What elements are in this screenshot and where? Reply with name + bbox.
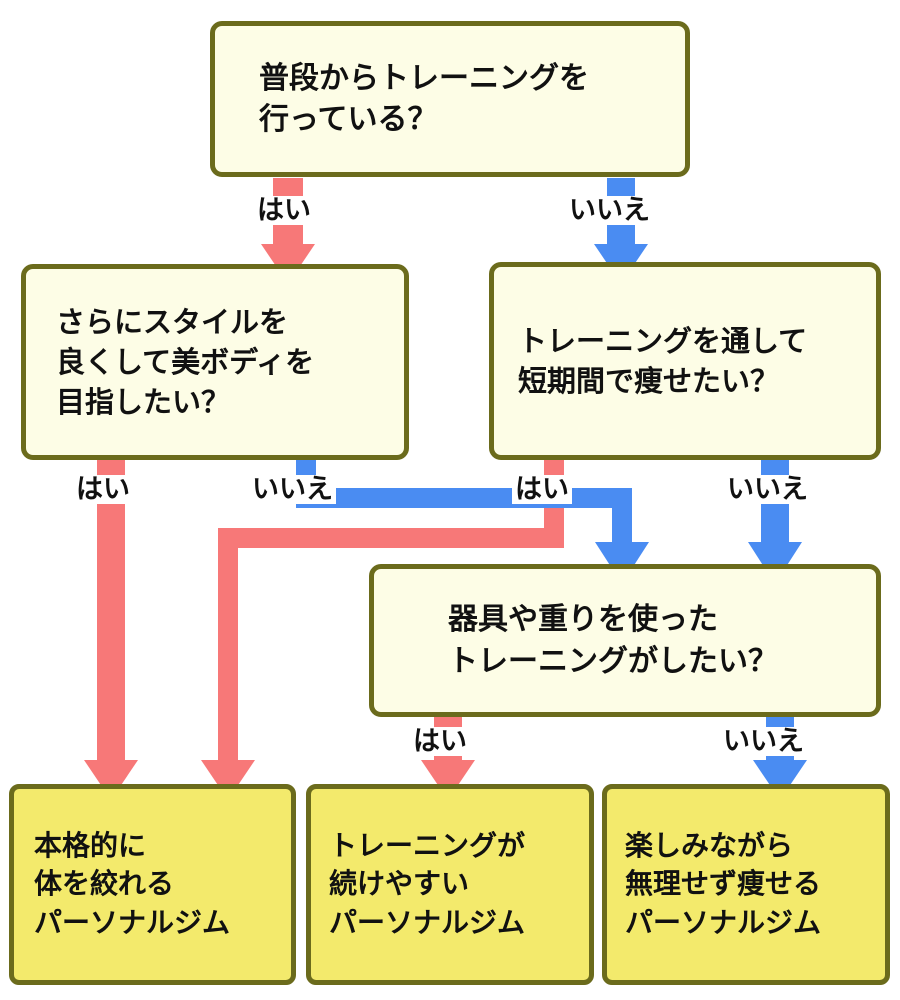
question-box-lose-weight-fast: トレーニングを通して 短期間で痩せたい？	[489, 262, 881, 460]
question-box-equipment: 器具や重りを使った トレーニングがしたい？	[369, 564, 881, 717]
label-no-q4: いいえ	[720, 727, 807, 756]
question-lose-weight-fast-text: トレーニングを通して 短期間で痩せたい？	[518, 323, 808, 398]
arrow-q3-r1-seg3	[218, 528, 238, 762]
label-yes-q2: はい	[73, 475, 133, 504]
result-box-enjoyable-weight-loss: 楽しみながら 無理せず痩せる パーソナルジム	[602, 784, 890, 985]
arrow-q3-r1-head	[201, 760, 255, 800]
arrow-q2-q4-seg2	[296, 488, 632, 508]
result-easy-to-continue-text: トレーニングが 続けやすい パーソナルジム	[329, 828, 526, 939]
arrow-q4-r3-head	[753, 760, 807, 800]
label-no-q3: いいえ	[724, 475, 811, 504]
question-better-style-text: さらにスタイルを 良くして美ボディを 目指したい？	[56, 304, 315, 419]
arrow-q4-r2-head	[421, 760, 475, 800]
arrow-q2-q4-seg3	[612, 488, 632, 544]
question-box-training-habit: 普段からトレーニングを 行っている？	[210, 21, 690, 177]
label-yes-q3: はい	[512, 475, 572, 504]
arrow-q2-r1-shaft	[97, 460, 125, 762]
result-box-serious-toning: 本格的に 体を絞れる パーソナルジム	[9, 784, 296, 985]
arrow-q2-q4-head	[595, 542, 649, 584]
label-yes-q4: はい	[410, 727, 470, 756]
label-no-q1: いいえ	[566, 196, 653, 225]
question-training-habit-text: 普段からトレーニングを 行っている？	[259, 60, 589, 137]
yes-arrows	[84, 178, 564, 800]
label-yes-q1: はい	[254, 196, 314, 225]
arrow-q2-r1-head	[84, 760, 138, 800]
arrow-q3-r1-seg2	[218, 528, 564, 548]
question-box-better-style: さらにスタイルを 良くして美ボディを 目指したい？	[21, 264, 409, 460]
question-equipment-text: 器具や重りを使った トレーニングがしたい？	[448, 602, 778, 679]
result-box-easy-to-continue: トレーニングが 続けやすい パーソナルジム	[306, 784, 594, 985]
label-no-q2: いいえ	[249, 475, 336, 504]
result-serious-toning-text: 本格的に 体を絞れる パーソナルジム	[34, 828, 231, 939]
result-enjoyable-weight-loss-text: 楽しみながら 無理せず痩せる パーソナルジム	[625, 828, 822, 939]
arrow-q3-q4-head	[748, 542, 802, 584]
